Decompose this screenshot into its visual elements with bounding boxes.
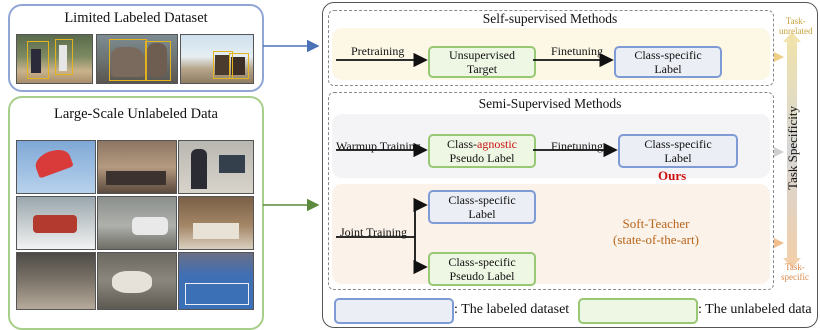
unlabeled-image-man-tv <box>178 140 254 194</box>
task-unrelated-label: Task- unrelated <box>779 16 812 36</box>
semi-class-specific-line2: Label <box>664 151 692 165</box>
legend-labeled-text: : The labeled dataset <box>454 302 570 317</box>
soft-teacher-band <box>332 184 770 284</box>
unlabeled-image-bedroom <box>178 196 254 250</box>
soft-teacher-line1: Soft-Teacher <box>622 216 690 231</box>
self-class-specific-line2: Label <box>654 62 682 76</box>
labeled-image-baseball <box>16 34 93 84</box>
unlabeled-data-panel: Large-Scale Unlabeled Data <box>8 96 264 330</box>
joint-class-specific-line2: Label <box>468 207 496 221</box>
class-agnostic-prefix: Class- <box>447 137 477 151</box>
labeled-image-elephants <box>96 34 178 84</box>
semi-supervised-title: Semi-Supervised Methods <box>478 96 622 111</box>
unlabeled-image-kite <box>16 140 96 194</box>
task-specific-line2: specific <box>781 272 809 282</box>
labeled-dataset-panel: Limited Labeled Dataset <box>8 4 264 92</box>
joint-pseudo-line2: Pseudo Label <box>449 269 515 283</box>
labeled-image-horses <box>180 34 254 84</box>
unlabeled-image-truck <box>16 196 96 250</box>
unlabeled-image-sheep <box>97 252 177 310</box>
unsupervised-target-line1: Unsupervised <box>449 48 515 62</box>
semi-supervised-section <box>328 92 774 290</box>
joint-class-specific-line1: Class-specific <box>448 193 516 207</box>
pretraining-label: Pretraining <box>351 44 405 58</box>
legend-labeled-swatch <box>334 298 454 324</box>
task-unrelated-line2: unrelated <box>779 26 813 36</box>
self-finetuning-label: Finetuning <box>551 44 604 58</box>
ours-label: Ours <box>658 168 687 183</box>
class-agnostic-highlight: agnostic <box>477 137 517 151</box>
side-arrows <box>774 52 784 248</box>
task-specific-line1: Task- <box>785 262 805 272</box>
unlabeled-image-living-room <box>97 140 177 194</box>
soft-teacher-line2: (state-of-the-art) <box>613 232 699 247</box>
unlabeled-image-cars <box>97 196 177 250</box>
unlabeled-image-crowd <box>16 252 96 310</box>
task-specific-label: Task- specific <box>781 262 809 282</box>
task-specificity-axis <box>783 32 801 268</box>
unsupervised-target-line2: Target <box>466 62 498 76</box>
legend-unlabeled-swatch <box>578 298 698 324</box>
unlabeled-data-title: Large-Scale Unlabeled Data <box>54 106 218 122</box>
semi-class-specific-line1: Class-specific <box>644 137 712 151</box>
task-specificity-label: Task Specificity <box>785 106 800 190</box>
joint-training-label: Joint Training <box>340 225 408 239</box>
task-unrelated-line1: Task- <box>785 16 806 26</box>
self-supervised-section <box>328 10 774 86</box>
self-class-specific-line1: Class-specific <box>634 48 702 62</box>
labeled-dataset-title: Limited Labeled Dataset <box>64 10 208 26</box>
joint-pseudo-line1: Class-specific <box>448 255 516 269</box>
self-supervised-title: Self-supervised Methods <box>482 11 618 26</box>
class-agnostic-line2: Pseudo Label <box>449 151 515 165</box>
unlabeled-image-tennis <box>178 252 254 310</box>
legend-unlabeled-text: : The unlabeled data <box>698 302 812 317</box>
soft-teacher-label: Soft-Teacher (state-of-the-art) <box>596 216 716 248</box>
